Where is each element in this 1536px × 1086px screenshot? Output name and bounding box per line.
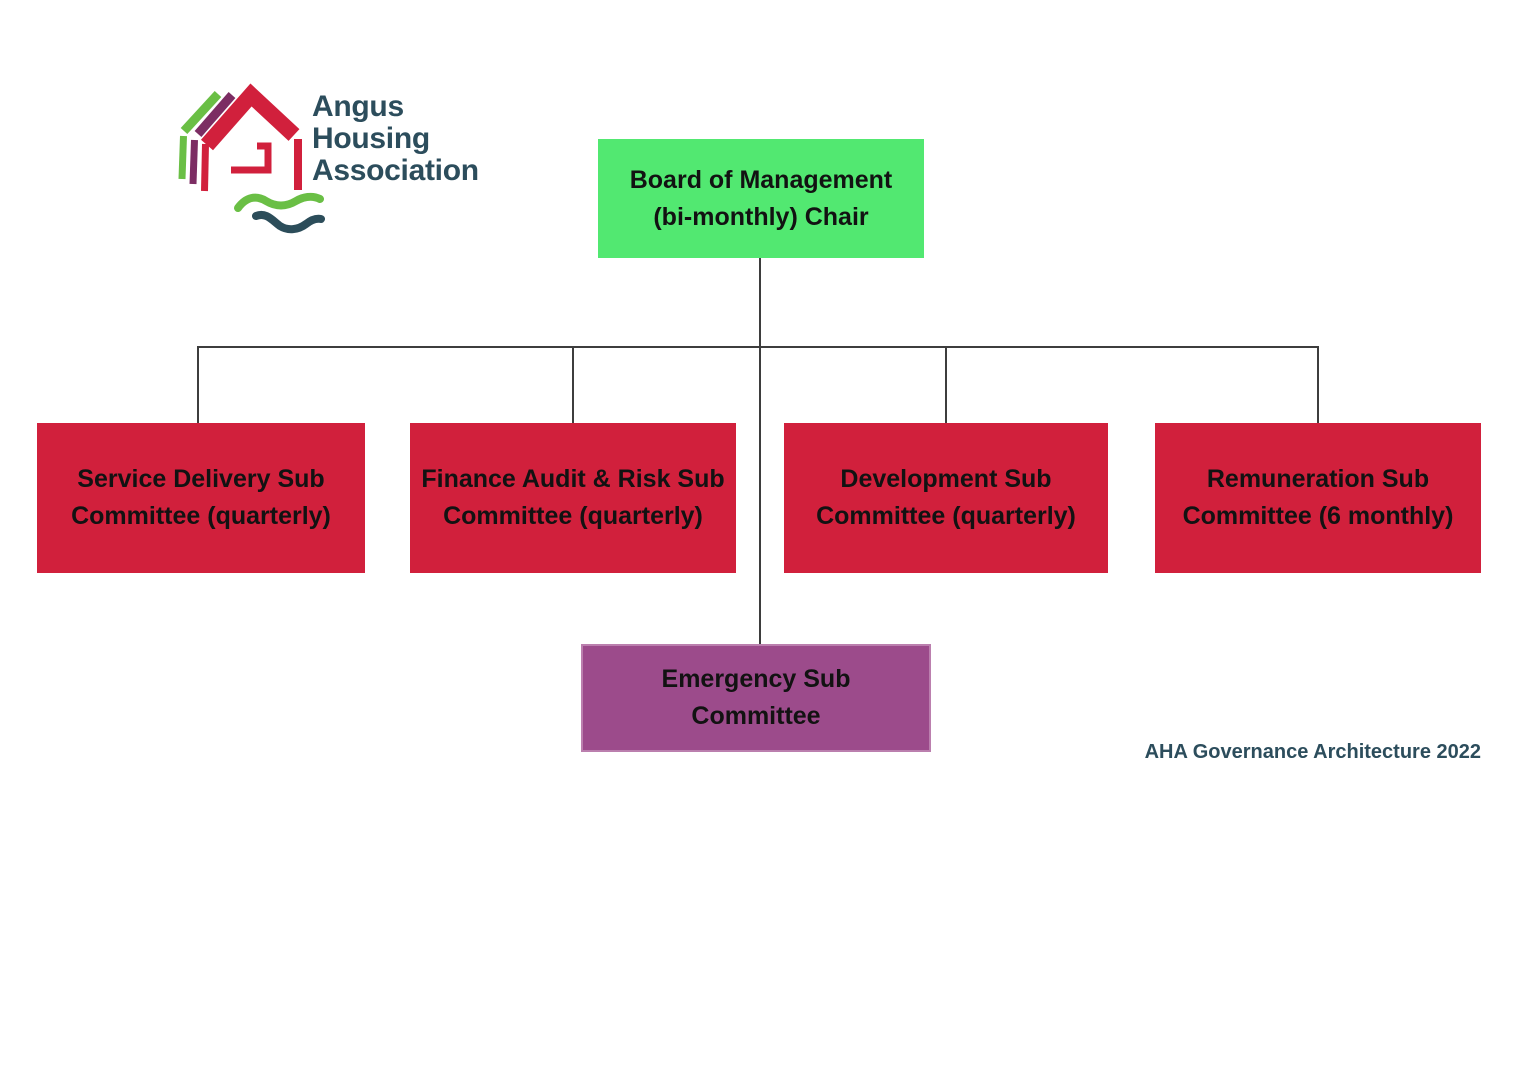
node-board-of-management: Board of Management (bi-monthly) Chair [598, 139, 924, 258]
connector-drop-service-delivery [197, 346, 199, 424]
connector-drop-finance-audit-risk [572, 346, 574, 424]
connector-horizontal-bar [197, 346, 1319, 348]
node-finance-audit-risk-sub-committee: Finance Audit & Risk Sub Committee (quar… [410, 423, 736, 573]
angus-housing-logo: Angus Housing Association [170, 78, 530, 248]
logo-wordmark-line-1: Angus [312, 90, 404, 123]
node-emergency-sub-committee: Emergency Sub Committee [581, 644, 931, 752]
logo-wordmark: Angus Housing Association [312, 91, 479, 187]
chart-caption: AHA Governance Architecture 2022 [1144, 741, 1481, 763]
connector-board-to-emergency [759, 258, 761, 644]
node-service-delivery-sub-committee: Service Delivery Sub Committee (quarterl… [37, 423, 365, 573]
node-development-sub-committee: Development Sub Committee (quarterly) [784, 423, 1108, 573]
logo-wordmark-line-3: Association [312, 154, 479, 187]
connector-drop-remuneration [1317, 346, 1319, 424]
node-remuneration-sub-committee: Remuneration Sub Committee (6 monthly) [1155, 423, 1481, 573]
logo-wordmark-line-2: Housing [312, 122, 430, 155]
connector-drop-development [945, 346, 947, 424]
house-waves-icon [178, 83, 325, 234]
